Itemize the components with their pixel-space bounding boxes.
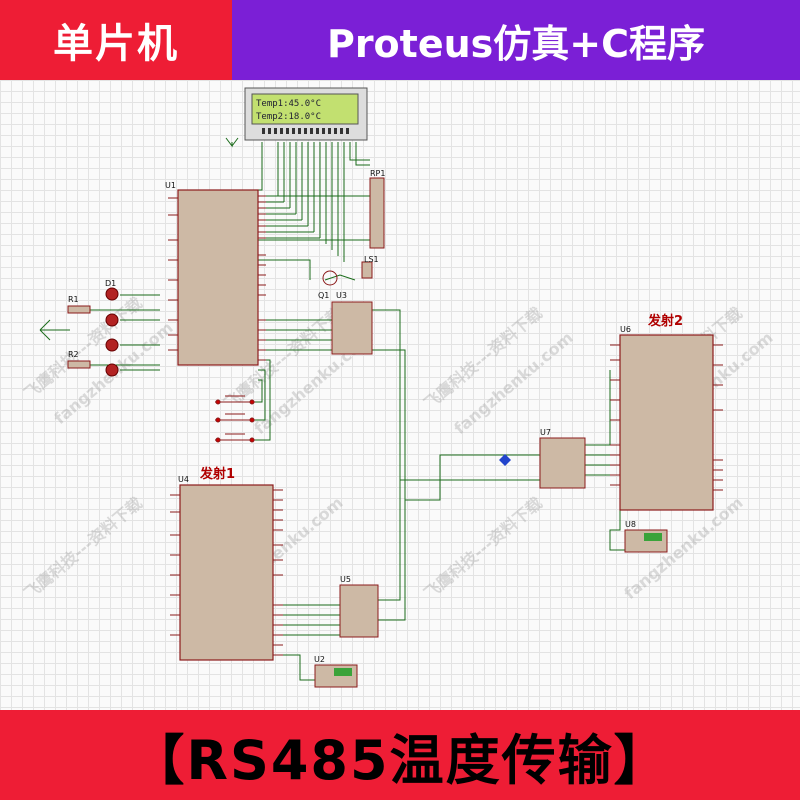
- rp1-label: RP1: [370, 169, 385, 178]
- schematic-svg: 飞鹰科技---资料下载 fangzhenku.com 飞鹰科技---资料下载 f…: [20, 87, 777, 688]
- u3-label: U3: [336, 291, 347, 300]
- lcd-display: Temp1:45.0°C Temp2:18.0°C: [244, 87, 368, 141]
- d1-label: D1: [105, 279, 116, 288]
- mcu-u1: U1: [165, 181, 266, 366]
- category-tag: 单片机: [0, 0, 232, 80]
- wire-layer: [39, 137, 625, 681]
- u8-label: U8: [625, 520, 636, 529]
- rs485-u5: U5: [339, 575, 379, 638]
- mcu-u4: 发射1 U4: [170, 466, 283, 661]
- push-buttons: [215, 395, 255, 443]
- r1-label: R1: [68, 295, 79, 304]
- lcd-line-2: Temp2:18.0°C: [256, 112, 321, 122]
- lcd-screen: [251, 93, 359, 125]
- u4-label: U4: [178, 475, 189, 484]
- rs485-u3: U3: [331, 291, 373, 355]
- resistor-pack-rp1: RP1: [369, 169, 385, 249]
- led-group: D1 R1 R2: [67, 279, 119, 377]
- mcu-u6: 发射2 U6: [610, 313, 723, 511]
- u5-label: U5: [340, 575, 351, 584]
- q1-label: Q1: [318, 291, 329, 300]
- sensor-u2: U2: [314, 655, 358, 688]
- ls1-label: LS1: [364, 255, 379, 264]
- u7-label: U7: [540, 428, 551, 437]
- schematic-canvas: 飞鹰科技---资料下载 fangzhenku.com 飞鹰科技---资料下载 f…: [0, 80, 800, 710]
- buzzer-ls1: LS1: [361, 255, 379, 279]
- transmitter-1-label: 发射1: [199, 466, 235, 482]
- u2-label: U2: [314, 655, 325, 664]
- footer-title: 【RS485温度传输】: [0, 710, 800, 800]
- transistor-q1: Q1: [318, 270, 338, 300]
- transmitter-2-label: 发射2: [647, 313, 683, 329]
- u6-label: U6: [620, 325, 631, 334]
- watermark-text: 飞鹰科技---资料下载: [420, 493, 546, 603]
- watermark-text: 飞鹰科技---资料下载: [20, 493, 146, 603]
- top-banner: 单片机 Proteus仿真+C程序: [0, 0, 800, 80]
- r2-label: R2: [68, 350, 79, 359]
- sensor-u8: U8: [624, 520, 668, 553]
- bus-node-marker: [499, 454, 511, 466]
- rs485-u7: U7: [499, 428, 586, 489]
- subtitle-tag: Proteus仿真+C程序: [232, 0, 800, 80]
- u1-label: U1: [165, 181, 176, 190]
- lcd-line-1: Temp1:45.0°C: [256, 99, 321, 109]
